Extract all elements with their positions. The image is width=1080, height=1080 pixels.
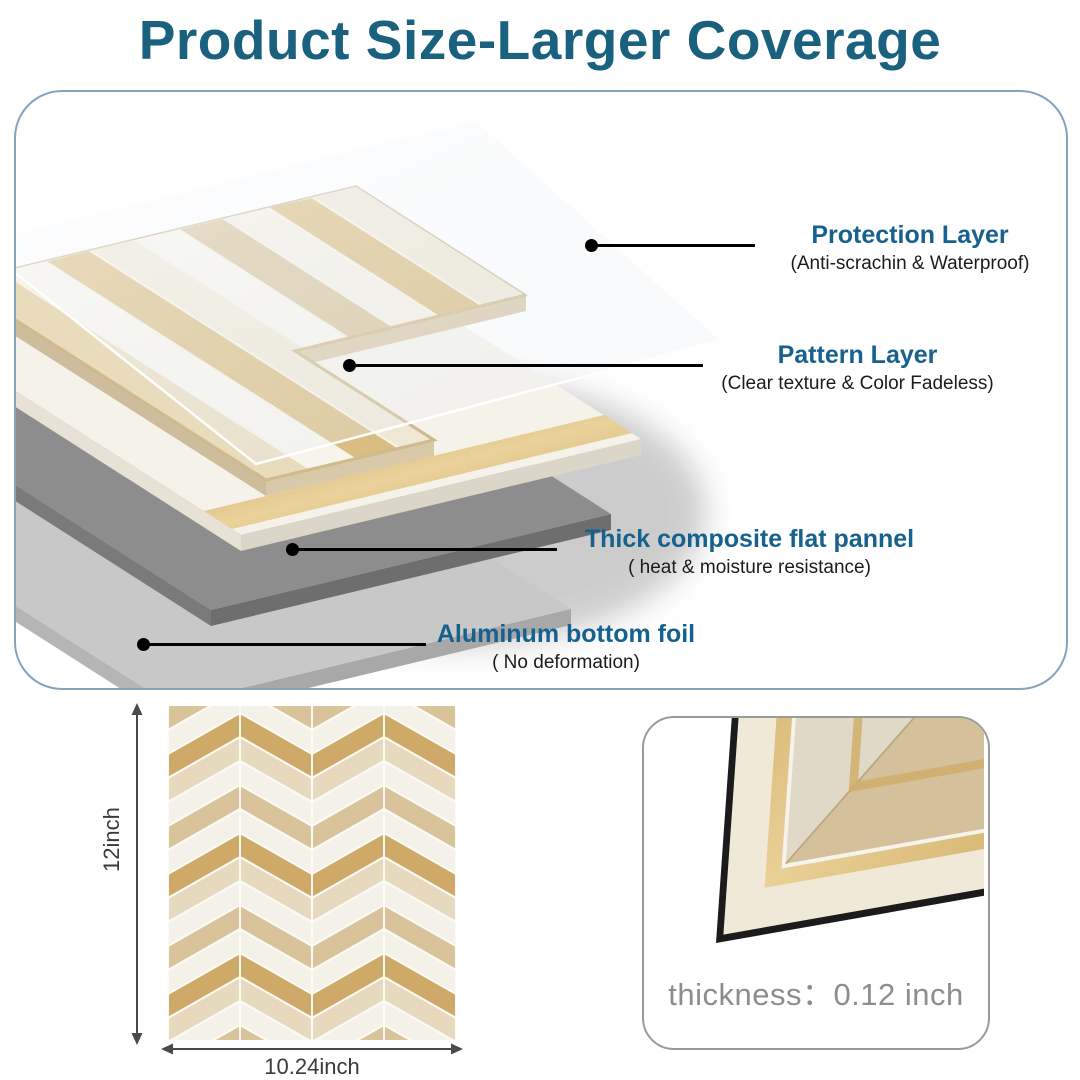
layer-diagram-panel: [14, 90, 1068, 690]
tile-layers-illustration: [16, 118, 724, 688]
callout-text: Aluminum bottom foil ( No deformation): [426, 620, 706, 674]
callout-dot: [585, 239, 598, 252]
width-dimension-arrow: [161, 1043, 463, 1055]
callout-text: Protection Layer (Anti-scrachin & Waterp…: [755, 221, 1065, 275]
callout-dot: [137, 638, 150, 651]
corner-closeup: [716, 718, 984, 943]
callout-subtitle: ( heat & moisture resistance): [628, 556, 871, 578]
page-title: Product Size-Larger Coverage: [138, 9, 942, 71]
protection-film-layer: [16, 118, 724, 466]
callout-title: Pattern Layer: [777, 341, 938, 369]
callout-title: Protection Layer: [811, 221, 1009, 249]
thickness-label: thickness：0.12 inch: [668, 977, 964, 1012]
callout-dot: [343, 359, 356, 372]
callout-line: [350, 364, 703, 367]
callout-title: Thick composite flat pannel: [584, 525, 915, 553]
callout-subtitle: ( No deformation): [492, 651, 640, 673]
tile-swatch: [168, 706, 456, 1040]
height-dimension-arrow: [131, 703, 143, 1045]
callout-line: [144, 643, 426, 646]
height-label: 12inch: [99, 807, 124, 872]
callout-subtitle: (Clear texture & Color Fadeless): [721, 372, 994, 394]
callout-dot: [286, 543, 299, 556]
callout-text: Thick composite flat pannel ( heat & moi…: [557, 525, 942, 579]
width-label: 10.24inch: [264, 1054, 360, 1079]
callout-line: [293, 548, 557, 551]
chevron-swatch-pattern: [168, 706, 456, 1040]
callout-title: Aluminum bottom foil: [436, 620, 696, 648]
callout-line: [592, 244, 755, 247]
callout-text: Pattern Layer (Clear texture & Color Fad…: [700, 341, 1015, 395]
callout-subtitle: (Anti-scrachin & Waterproof): [790, 252, 1030, 274]
thickness-panel: thickness：0.12 inch: [642, 716, 990, 1050]
